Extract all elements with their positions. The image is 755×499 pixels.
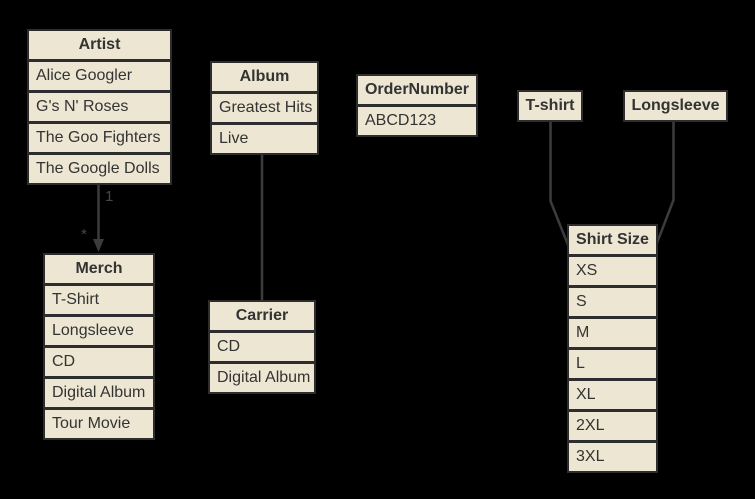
- entity-shirtsize-row-4: XL: [569, 381, 656, 409]
- arrowhead-artist-merch: [93, 239, 104, 252]
- multiplicity-label-many: *: [81, 226, 87, 243]
- entity-artist-row-3: The Google Dolls: [29, 155, 170, 183]
- entity-tshirt-title: T-shirt: [519, 92, 581, 120]
- entity-merch-row-4: Tour Movie: [45, 410, 153, 438]
- entity-shirtsize-row-5: 2XL: [569, 412, 656, 440]
- entity-carrier: Carrier CD Digital Album: [208, 300, 316, 394]
- entity-shirtsize-row-0: XS: [569, 257, 656, 285]
- entity-artist: Artist Alice Googler G's N' Roses The Go…: [27, 29, 172, 185]
- entity-shirtsize-row-6: 3XL: [569, 443, 656, 471]
- entity-carrier-row-1: Digital Album: [210, 364, 314, 392]
- entity-artist-row-2: The Goo Fighters: [29, 124, 170, 152]
- entity-album: Album Greatest Hits Live: [210, 61, 319, 155]
- entity-artist-row-0: Alice Googler: [29, 62, 170, 90]
- entity-artist-row-1: G's N' Roses: [29, 93, 170, 121]
- entity-ordernumber-title: OrderNumber: [358, 76, 476, 104]
- entity-shirtsize-row-3: L: [569, 350, 656, 378]
- entity-shirtsize-title: Shirt Size: [569, 226, 656, 254]
- entity-album-row-0: Greatest Hits: [212, 94, 317, 122]
- entity-shirtsize-row-1: S: [569, 288, 656, 316]
- entity-tshirt: T-shirt: [517, 90, 583, 122]
- connector-longsleeve-shirtsize: [653, 122, 675, 249]
- entity-longsleeve-title: Longsleeve: [625, 92, 726, 120]
- entity-merch-title: Merch: [45, 255, 153, 283]
- entity-ordernumber-row-0: ABCD123: [358, 107, 476, 135]
- entity-merch: Merch T-Shirt Longsleeve CD Digital Albu…: [43, 253, 155, 440]
- multiplicity-label-one: 1: [105, 188, 114, 205]
- entity-merch-row-3: Digital Album: [45, 379, 153, 407]
- entity-shirtsize: Shirt Size XS S M L XL 2XL 3XL: [567, 224, 658, 473]
- connector-tshirt-shirtsize: [549, 122, 572, 251]
- entity-merch-row-1: Longsleeve: [45, 317, 153, 345]
- entity-carrier-row-0: CD: [210, 333, 314, 361]
- entity-shirtsize-row-2: M: [569, 319, 656, 347]
- entity-longsleeve: Longsleeve: [623, 90, 728, 122]
- entity-merch-row-2: CD: [45, 348, 153, 376]
- entity-merch-row-0: T-Shirt: [45, 286, 153, 314]
- entity-ordernumber: OrderNumber ABCD123: [356, 74, 478, 137]
- entity-album-row-1: Live: [212, 125, 317, 153]
- entity-artist-title: Artist: [29, 31, 170, 59]
- entity-carrier-title: Carrier: [210, 302, 314, 330]
- entity-album-title: Album: [212, 63, 317, 91]
